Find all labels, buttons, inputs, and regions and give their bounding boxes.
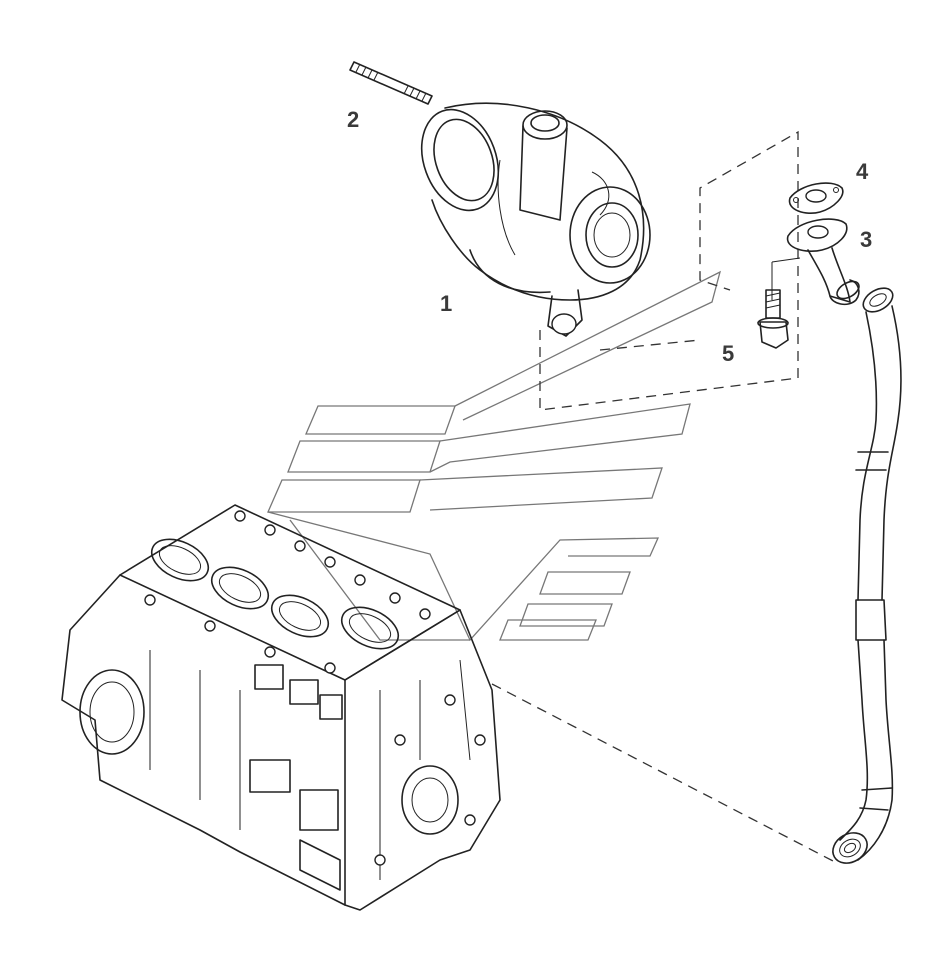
bolt-icon [757,257,801,349]
watermark-logo-icon [267,270,722,642]
callout-4-gasket: 4 [856,159,869,184]
engine-block-icon [61,504,501,911]
turbocharger-icon [420,102,651,337]
callout-2-stud: 2 [347,107,360,132]
oil-drain-pipe-icon [786,218,860,306]
callout-1-turbocharger: 1 [440,291,453,316]
stud-icon [349,61,433,105]
callout-3-oil-drain-pipe: 3 [860,227,873,252]
callout-5-bolt: 5 [722,341,735,366]
return-hose-icon [832,287,902,864]
assembly-guide-lines [491,130,836,863]
gasket-icon [788,182,844,214]
